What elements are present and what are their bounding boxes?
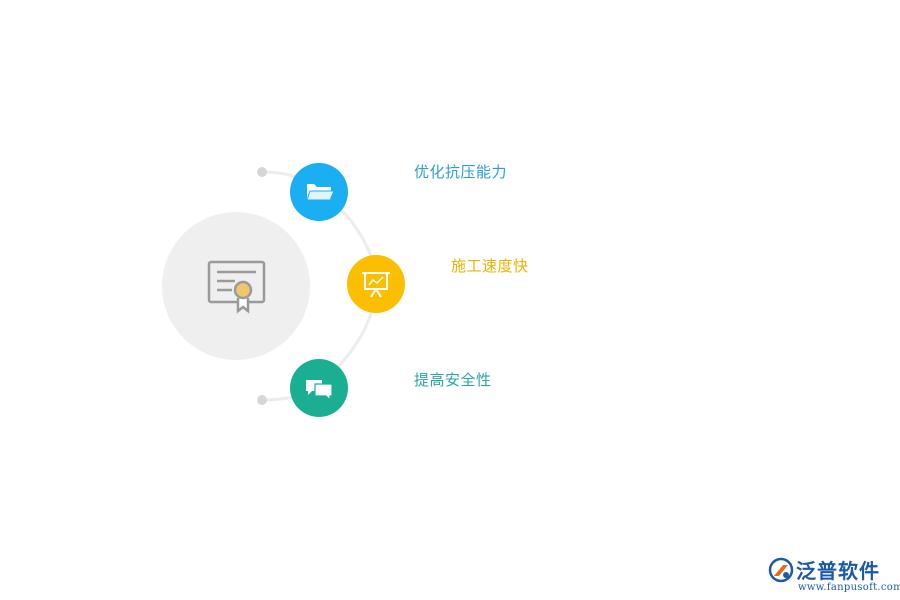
certificate-icon: [207, 260, 266, 314]
presentation-board-icon: [362, 272, 390, 298]
arc-end-dot-bottom: [257, 395, 267, 405]
item-2-circle: [347, 255, 405, 313]
item-1-label: 优化抗压能力: [414, 163, 508, 181]
item-2-label: 施工速度快: [451, 257, 529, 275]
brand-mark-icon: [768, 557, 794, 583]
arc-end-dot-top: [257, 167, 267, 177]
brand-url: www.fanpusoft.com: [798, 582, 900, 593]
brand-logo: 泛普软件 www.fanpusoft.com: [768, 555, 900, 597]
item-3-label: 提高安全性: [414, 371, 492, 389]
brand-name: 泛普软件: [796, 559, 880, 583]
chat-bubbles-icon: [306, 380, 333, 402]
folder-icon: [306, 184, 335, 201]
